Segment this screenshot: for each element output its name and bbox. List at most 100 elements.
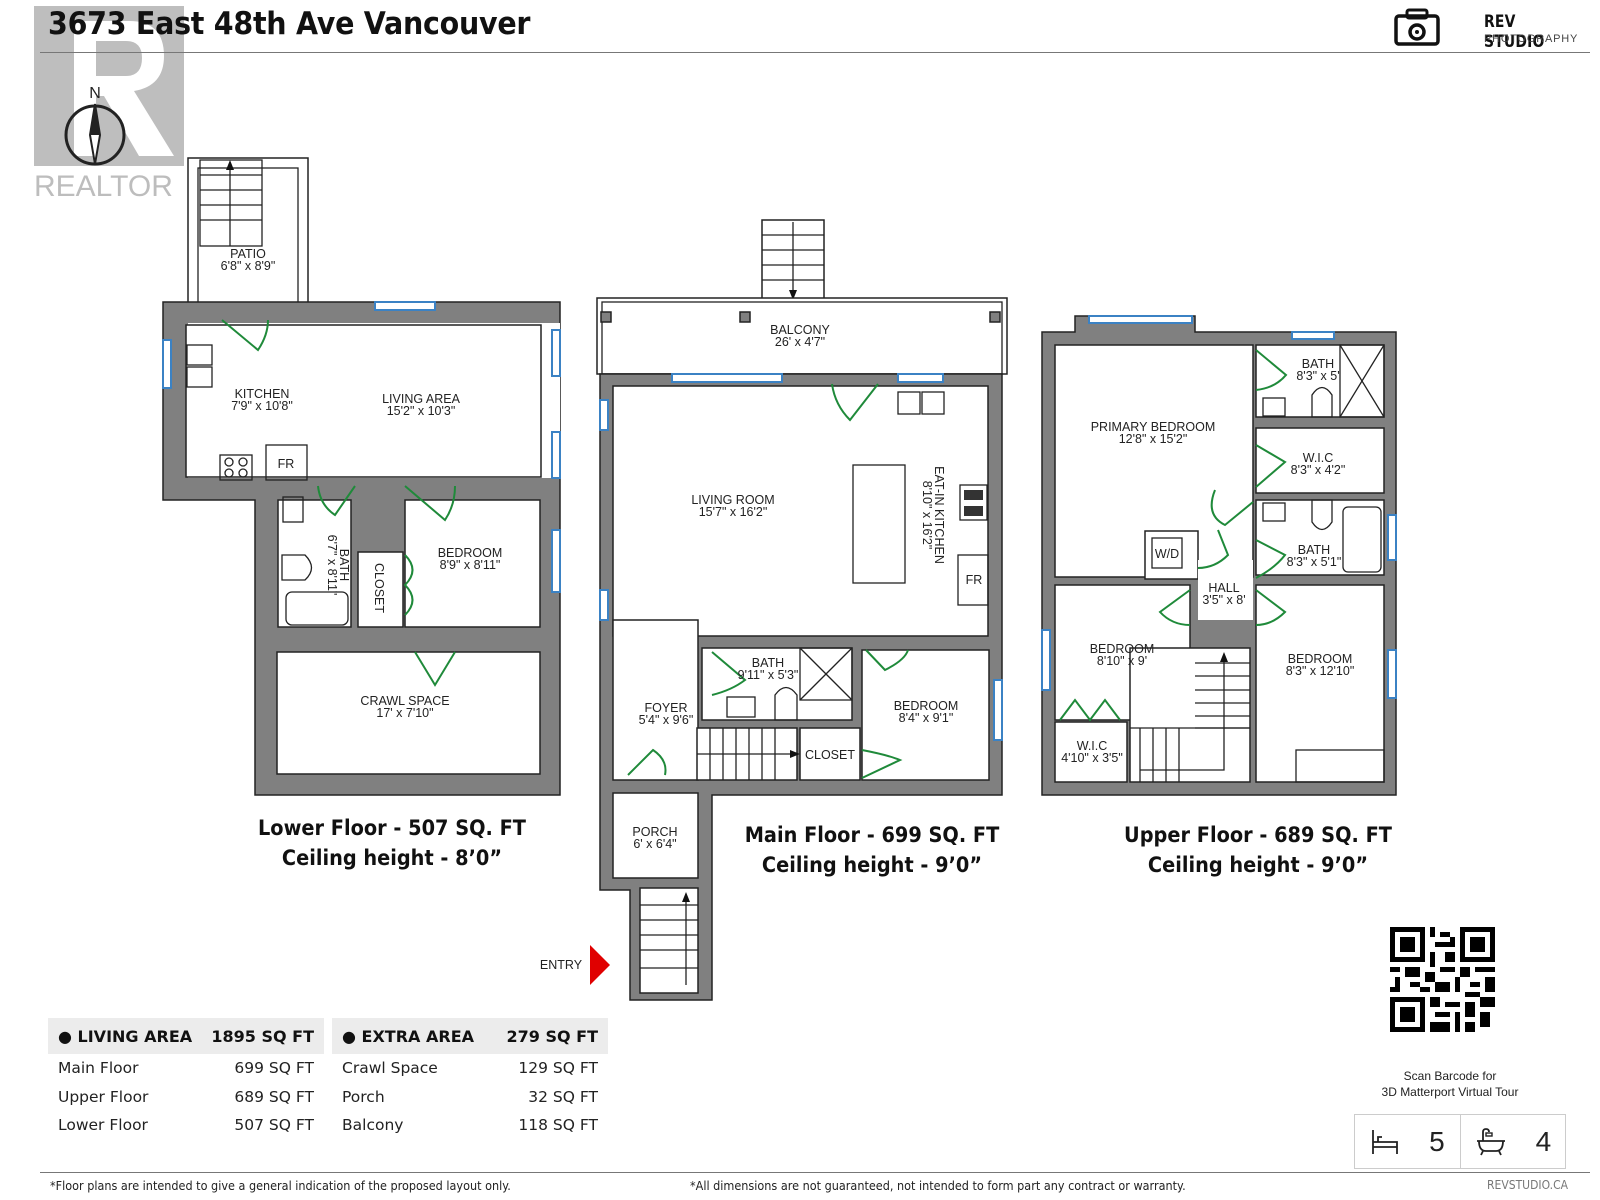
fridge-icon bbox=[957, 554, 989, 606]
svg-text:FR: FR bbox=[278, 457, 295, 471]
patio-stairs bbox=[199, 159, 263, 247]
brand-subtitle: PHOTOGRAPHY bbox=[1484, 33, 1579, 45]
svg-text:N: N bbox=[89, 85, 101, 102]
svg-text:BEDROOM: BEDROOM bbox=[894, 699, 959, 713]
svg-text:HALL: HALL bbox=[1208, 581, 1239, 595]
svg-text:BATH: BATH bbox=[337, 549, 351, 581]
svg-text:8'9" x 8'11": 8'9" x 8'11" bbox=[440, 558, 501, 572]
svg-text:6'7" x 8'11": 6'7" x 8'11" bbox=[325, 535, 339, 596]
svg-text:LIVING AREA: LIVING AREA bbox=[382, 392, 460, 406]
kitchen-island bbox=[852, 464, 906, 584]
living-area-total: 1895 SQ FT bbox=[211, 1026, 314, 1046]
balcony-stairs bbox=[761, 219, 825, 301]
svg-text:26' x 4'7": 26' x 4'7" bbox=[775, 335, 825, 349]
bath-sink-icon bbox=[1262, 397, 1286, 417]
svg-text:7'9" x 10'8": 7'9" x 10'8" bbox=[231, 399, 293, 413]
svg-text:17' x 7'10": 17' x 7'10" bbox=[376, 706, 433, 720]
brand-name: REV STUDIO bbox=[1484, 12, 1545, 52]
bath-sink-icon bbox=[1262, 502, 1286, 522]
bathtub-icon bbox=[1342, 506, 1382, 573]
bullet-icon: ● bbox=[58, 1026, 78, 1046]
upper-floor-area: Upper Floor - 689 SQ. FT bbox=[1124, 823, 1392, 847]
fridge-icon bbox=[265, 444, 308, 481]
bathtub-icon bbox=[285, 591, 349, 626]
svg-text:FR: FR bbox=[966, 573, 983, 587]
svg-text:8'3" x 4'2": 8'3" x 4'2" bbox=[1291, 463, 1346, 477]
svg-text:BATH: BATH bbox=[1302, 357, 1334, 371]
main-floor-caption: Main Floor - 699 SQ. FT Ceiling height -… bbox=[725, 820, 1019, 880]
svg-text:PORCH: PORCH bbox=[632, 825, 677, 839]
svg-text:CLOSET: CLOSET bbox=[372, 563, 386, 613]
svg-text:6' x 6'4": 6' x 6'4" bbox=[633, 837, 676, 851]
toilet-icon bbox=[281, 554, 313, 581]
extra-area-header: ● EXTRA AREA 279 SQ FT bbox=[332, 1018, 608, 1054]
toilet-icon bbox=[1311, 499, 1333, 531]
footer-divider bbox=[40, 1172, 1590, 1173]
stove-icon bbox=[219, 454, 253, 481]
kitchen-sink-icon bbox=[897, 391, 945, 415]
svg-text:8'4" x 9'1": 8'4" x 9'1" bbox=[899, 711, 954, 725]
svg-text:BATH: BATH bbox=[752, 656, 784, 670]
main-floor-area: Main Floor - 699 SQ. FT bbox=[744, 823, 1000, 847]
svg-text:PRIMARY BEDROOM: PRIMARY BEDROOM bbox=[1091, 420, 1216, 434]
extra-area-total: 279 SQ FT bbox=[506, 1026, 598, 1046]
north-compass-icon: N bbox=[64, 85, 126, 166]
toilet-icon bbox=[1311, 386, 1333, 418]
svg-text:9'11" x 5'3": 9'11" x 5'3" bbox=[738, 668, 799, 682]
upper-floor-plan: W/D PRIMARY BEDROOM 12'8" x 15'2" BATH 8… bbox=[1041, 315, 1397, 796]
lower-floor-caption: Lower Floor - 507 SQ. FT Ceiling height … bbox=[245, 813, 539, 873]
qr-caption: Scan Barcode for 3D Matterport Virtual T… bbox=[1381, 1069, 1519, 1099]
svg-text:BEDROOM: BEDROOM bbox=[1090, 642, 1155, 656]
main-stairs bbox=[696, 727, 800, 781]
svg-text:EAT-IN KITCHEN: EAT-IN KITCHEN bbox=[932, 466, 946, 564]
svg-text:8'3" x 12'10": 8'3" x 12'10" bbox=[1286, 664, 1355, 678]
lower-floor-plan: FR PATIO 6'8" x 8'9" KITCHEN 7'9" x 10'8… bbox=[162, 157, 561, 796]
svg-text:5'4" x 9'6": 5'4" x 9'6" bbox=[639, 713, 694, 727]
svg-text:W/D: W/D bbox=[1155, 547, 1179, 561]
footer-disclaimer-layout: *Floor plans are intended to give a gene… bbox=[50, 1178, 511, 1193]
svg-text:12'8" x 15'2": 12'8" x 15'2" bbox=[1119, 432, 1188, 446]
svg-text:W.I.C: W.I.C bbox=[1303, 451, 1334, 465]
footer-website-link[interactable]: REVSTUDIO.CA bbox=[1487, 1178, 1568, 1192]
qr-code[interactable] bbox=[1390, 927, 1495, 1032]
bed-bath-stats: 5 4 bbox=[1354, 1114, 1566, 1169]
bath-sink-icon bbox=[282, 496, 304, 523]
svg-text:FOYER: FOYER bbox=[644, 701, 687, 715]
svg-text:W.I.C: W.I.C bbox=[1077, 739, 1108, 753]
living-area-header: ● LIVING AREA 1895 SQ FT bbox=[48, 1018, 324, 1054]
camera-logo-icon bbox=[1394, 8, 1440, 46]
shower-icon bbox=[1339, 344, 1385, 418]
svg-text:15'7" x 16'2": 15'7" x 16'2" bbox=[699, 505, 768, 519]
bullet-icon: ● bbox=[342, 1026, 362, 1046]
svg-text:REALTOR: REALTOR bbox=[34, 170, 173, 203]
svg-text:KITCHEN: KITCHEN bbox=[235, 387, 290, 401]
svg-text:4'10" x 3'5": 4'10" x 3'5" bbox=[1061, 751, 1123, 765]
upper-stairs bbox=[1129, 647, 1251, 783]
svg-text:PATIO: PATIO bbox=[230, 247, 266, 261]
kitchen-sink-icon bbox=[186, 344, 213, 388]
upper-floor-ceiling: Ceiling height - 9’0” bbox=[1147, 853, 1369, 877]
lower-floor-area: Lower Floor - 507 SQ. FT bbox=[257, 816, 526, 840]
bedroom-count: 5 bbox=[1355, 1115, 1460, 1168]
svg-text:BEDROOM: BEDROOM bbox=[438, 546, 503, 560]
header-divider bbox=[40, 52, 1590, 53]
main-floor-plan: FR BALCONY 26' x 4'7" LIVING ROOM 15'7" … bbox=[540, 219, 1008, 1001]
svg-text:LIVING ROOM: LIVING ROOM bbox=[691, 493, 774, 507]
bathtub-icon bbox=[1477, 1127, 1506, 1155]
svg-text:3'5" x 8': 3'5" x 8' bbox=[1202, 593, 1245, 607]
lower-floor-ceiling: Ceiling height - 8’0” bbox=[281, 846, 503, 870]
bathroom-count: 4 bbox=[1459, 1115, 1566, 1168]
svg-text:15'2" x 10'3": 15'2" x 10'3" bbox=[387, 404, 456, 418]
main-floor-ceiling: Ceiling height - 9’0” bbox=[761, 853, 983, 877]
upper-floor-caption: Upper Floor - 689 SQ. FT Ceiling height … bbox=[1111, 820, 1405, 880]
svg-text:CLOSET: CLOSET bbox=[805, 748, 855, 762]
svg-text:8'3" x 5'1": 8'3" x 5'1" bbox=[1287, 555, 1342, 569]
